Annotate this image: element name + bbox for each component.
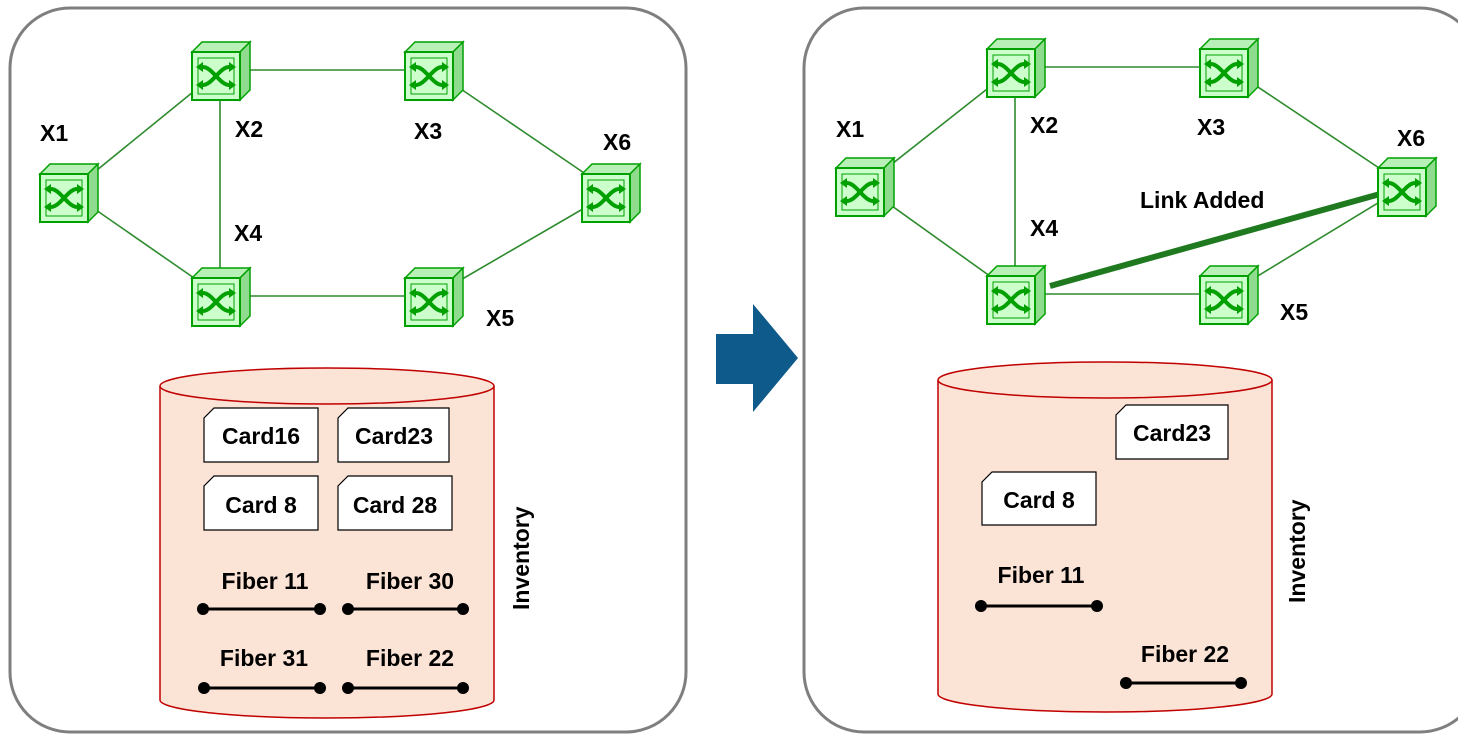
switch-icon: [190, 40, 252, 102]
node-label: X6: [1397, 125, 1425, 151]
switch-icon: [985, 37, 1047, 99]
switch-node-x4: X4: [985, 215, 1058, 326]
switch-node-x6: X6: [580, 129, 642, 224]
cylinder-top: [937, 361, 1273, 399]
switch-icon: [1376, 156, 1438, 218]
cylinder-body: [159, 386, 495, 719]
switch-icon: [580, 162, 642, 224]
switch-node-x2: X2: [190, 40, 263, 142]
fiber-label: Fiber 22: [1141, 641, 1229, 667]
inventory-fiber: Fiber 11: [197, 568, 326, 615]
inventory-card: Card 8: [981, 471, 1097, 526]
inventory-card: Card23: [337, 407, 450, 463]
node-label: X6: [603, 129, 631, 155]
right-panel: Link Added X1 X2 X3 X4 X5 X6: [802, 6, 1458, 734]
switch-icon: [190, 266, 252, 328]
switch-node-x4: X4: [190, 220, 262, 328]
node-label: X2: [1030, 112, 1058, 138]
inventory-card: Card23: [1115, 404, 1229, 460]
transition-arrow-icon: [716, 304, 798, 412]
inventory-label: Inventory: [1284, 499, 1310, 603]
card-label: Card23: [355, 423, 433, 449]
cylinder-top: [159, 367, 495, 405]
fiber-label: Fiber 30: [366, 568, 454, 594]
switch-node-x6: X6: [1376, 125, 1438, 218]
inventory-fiber: Fiber 30: [342, 568, 469, 615]
node-label: X1: [836, 116, 864, 142]
card-label: Card16: [222, 423, 300, 449]
card-label: Card 8: [1003, 487, 1075, 513]
switch-node-x5: X5: [1198, 264, 1308, 326]
card-label: Card 8: [225, 492, 297, 518]
fiber-label: Fiber 22: [366, 645, 454, 671]
node-label: X5: [1280, 299, 1308, 325]
inventory-cylinder: Card23 Card 8 Fiber 11 Fiber 22: [937, 361, 1273, 713]
added-link-label: Link Added: [1140, 187, 1264, 213]
left-panel: X1 X2 X3 X4 X5 X6 Card1: [8, 6, 688, 734]
added-link-x4-x6: [1049, 191, 1381, 289]
node-label: X4: [234, 220, 262, 246]
switch-icon: [38, 162, 100, 224]
switch-icon: [1198, 264, 1260, 326]
inventory-card: Card 8: [203, 475, 319, 531]
inventory-fiber: Fiber 11: [975, 562, 1103, 612]
node-label: X2: [235, 116, 263, 142]
inventory-fiber: Fiber 31: [198, 645, 326, 694]
cylinder-body: [937, 380, 1273, 713]
switch-node-x1: X1: [834, 116, 896, 218]
switch-node-x3: X3: [403, 40, 465, 144]
switch-icon: [1198, 37, 1260, 99]
node-label: X1: [40, 120, 68, 146]
switch-node-x3: X3: [1197, 37, 1260, 140]
fiber-label: Fiber 11: [222, 568, 309, 594]
fiber-label: Fiber 31: [220, 645, 308, 671]
card-label: Card 28: [353, 492, 438, 518]
switch-icon: [403, 40, 465, 102]
inventory-fiber: Fiber 22: [342, 645, 469, 694]
node-label: X5: [486, 305, 514, 331]
inventory-label: Inventory: [508, 506, 534, 610]
switch-icon: [834, 156, 896, 218]
node-label: X4: [1030, 215, 1058, 241]
inventory-card: Card16: [203, 407, 319, 463]
switch-node-x2: X2: [985, 37, 1058, 138]
inventory-card: Card 28: [337, 475, 453, 531]
fiber-label: Fiber 11: [998, 562, 1085, 588]
node-label: X3: [1197, 114, 1225, 140]
node-label: X3: [414, 118, 442, 144]
switch-icon: [985, 264, 1047, 326]
card-label: Card23: [1133, 420, 1211, 446]
inventory-cylinder: Card16 Card23 Card 8 Card 28 Fiber 11: [159, 367, 495, 719]
switch-node-x1: X1: [38, 120, 100, 224]
switch-icon: [403, 266, 465, 328]
switch-node-x5: X5: [403, 266, 514, 331]
inventory-fiber: Fiber 22: [1120, 641, 1247, 689]
